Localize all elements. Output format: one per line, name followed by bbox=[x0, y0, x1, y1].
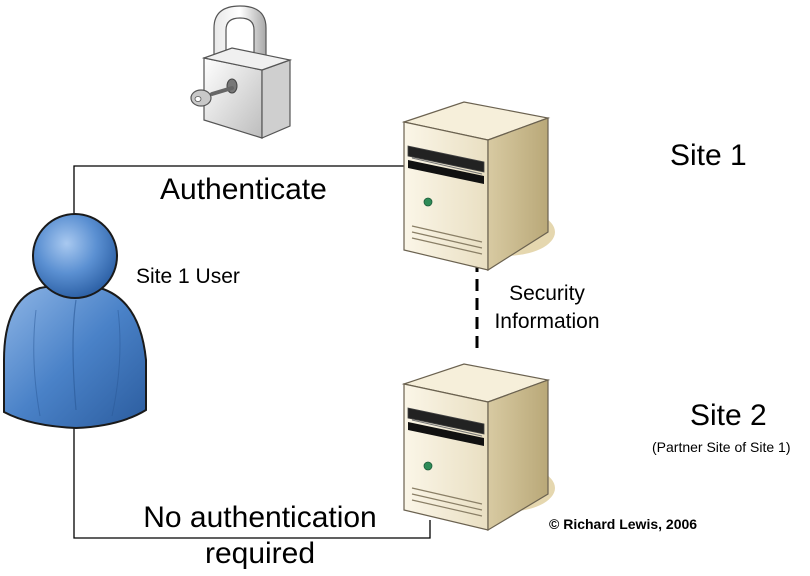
no-authentication-label: No authentication required bbox=[143, 501, 377, 570]
authenticate-label: Authenticate bbox=[160, 173, 327, 206]
site1-user-label: Site 1 User bbox=[136, 265, 240, 288]
copyright-label: © Richard Lewis, 2006 bbox=[549, 516, 698, 532]
site1-label: Site 1 bbox=[670, 139, 747, 172]
partner-site-note: (Partner Site of Site 1) bbox=[652, 439, 791, 455]
authenticate-connector bbox=[73, 165, 404, 216]
padlock-with-key-icon bbox=[190, 5, 293, 139]
server-site1-icon bbox=[401, 101, 555, 272]
security-information-label: Security Information bbox=[494, 282, 600, 333]
user-person-icon bbox=[3, 213, 147, 430]
site2-label: Site 2 bbox=[690, 399, 767, 432]
server-site2-icon bbox=[401, 363, 555, 532]
connector-lines bbox=[73, 165, 479, 539]
no-auth-connector bbox=[73, 426, 431, 539]
